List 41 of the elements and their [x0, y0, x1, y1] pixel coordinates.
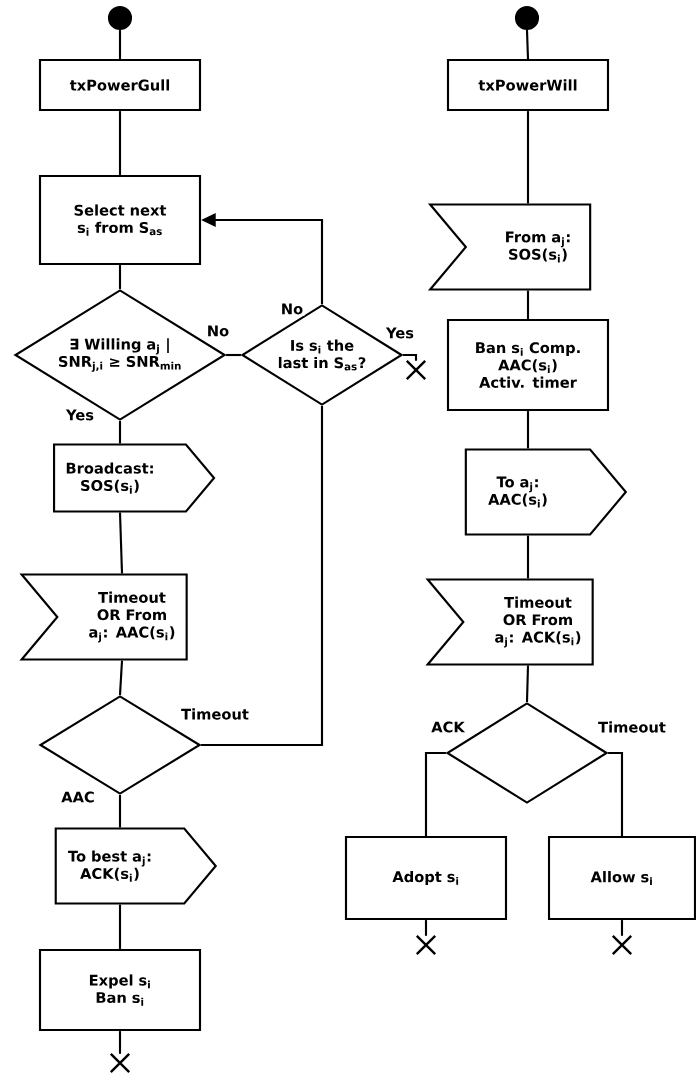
- edge-label: ACK: [429, 720, 467, 734]
- start-dot: [107, 5, 133, 31]
- process-box: Allow s$_{i}$: [547, 835, 696, 921]
- edge-label: Timeout: [596, 720, 668, 734]
- connector: [525, 30, 530, 59]
- connector: [118, 795, 122, 828]
- start-dot: [514, 5, 540, 31]
- connector: [526, 111, 530, 204]
- connector: [118, 1031, 122, 1054]
- end-cross: [415, 934, 437, 956]
- process-box: Adopt s$_{i}$: [344, 835, 508, 921]
- connector: [525, 665, 530, 702]
- connector: [526, 411, 530, 449]
- process-box: Select next s$_{i}$ from S$_{as}$: [38, 174, 202, 266]
- connector: [403, 353, 418, 361]
- connector: [226, 353, 241, 357]
- end-cross: [611, 934, 633, 956]
- end-cross: [405, 359, 427, 381]
- process-box: Expel s$_{i}$ Ban s$_{i}$: [38, 948, 202, 1032]
- process-box: txPowerGull: [38, 58, 202, 112]
- process-box: Ban s$_{i}$ Comp. AAC(s$_{i}$) Activ. timer: [446, 318, 610, 412]
- end-cross: [109, 1052, 131, 1074]
- connector: [424, 920, 428, 936]
- connector: [526, 290, 530, 319]
- connector: [118, 30, 122, 59]
- connector: [201, 406, 324, 747]
- connector: [118, 512, 124, 574]
- connector: [118, 421, 122, 444]
- connector: [620, 920, 624, 936]
- edge-label: AAC: [59, 790, 97, 804]
- edge-label: No: [279, 302, 305, 316]
- connector: [118, 265, 122, 289]
- connector: [608, 751, 624, 836]
- edge-label: Timeout: [179, 707, 251, 721]
- process-box: txPowerWill: [446, 58, 610, 112]
- connector: [118, 904, 122, 949]
- connector: [118, 111, 122, 175]
- connector: [526, 535, 530, 579]
- connector: [118, 660, 124, 695]
- connector: [424, 751, 446, 836]
- edge-label: Yes: [64, 408, 96, 422]
